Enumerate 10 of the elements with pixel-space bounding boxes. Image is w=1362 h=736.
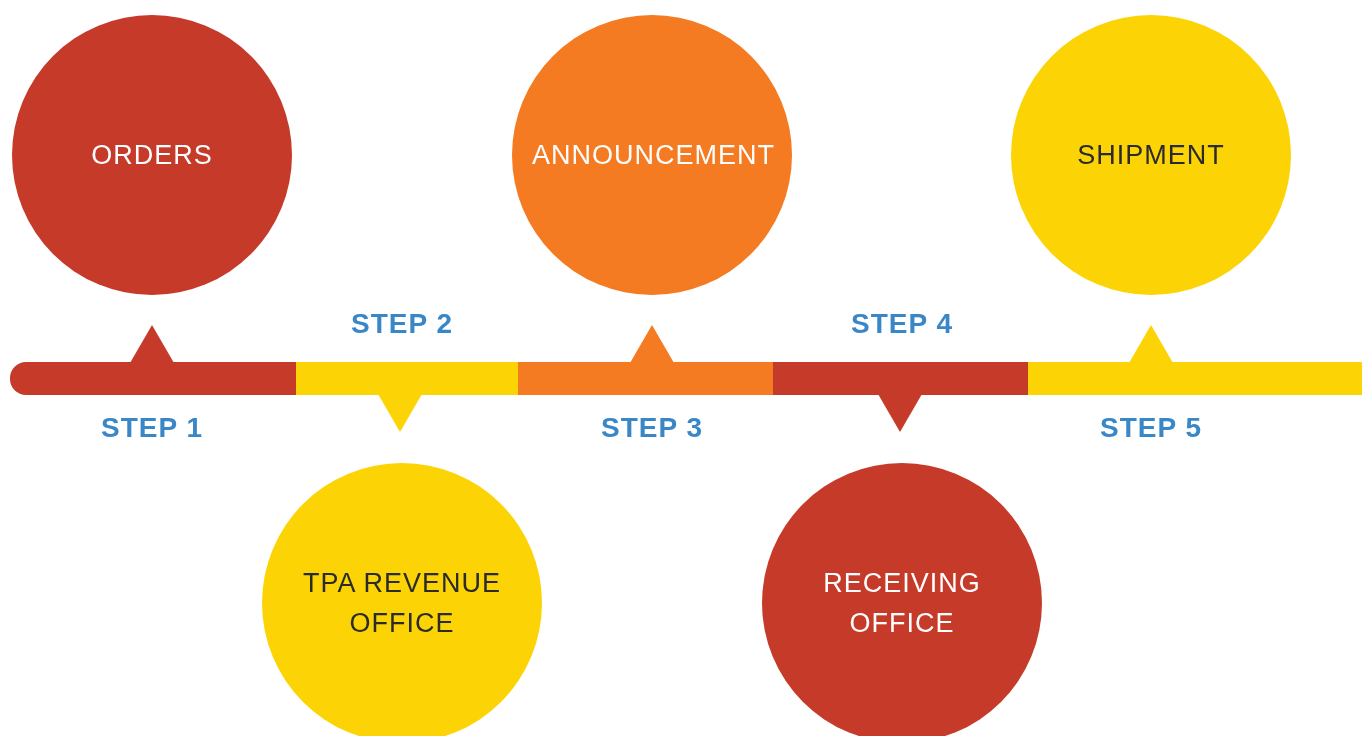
- step-label: STEP 4: [851, 308, 953, 340]
- circle-label: ORDERS: [91, 139, 213, 172]
- step-label: STEP 3: [601, 412, 703, 444]
- circle-label: SHIPMENT: [1077, 139, 1225, 172]
- circle-label: RECEIVING OFFICE: [822, 567, 982, 640]
- step-label: STEP 2: [351, 308, 453, 340]
- step-label: STEP 5: [1100, 412, 1202, 444]
- circle-label: ANNOUNCEMENT: [532, 139, 772, 172]
- circle-label: TPA REVENUE OFFICE: [301, 567, 503, 640]
- step-label: STEP 1: [101, 412, 203, 444]
